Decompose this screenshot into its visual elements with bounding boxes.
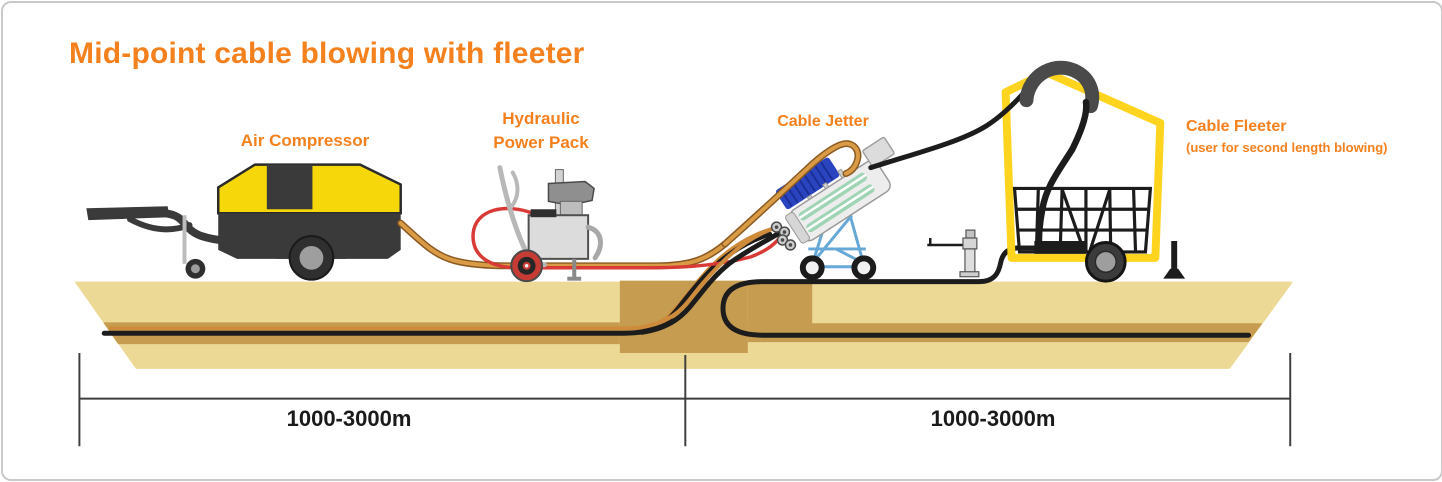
pack-handle-fork: [509, 170, 520, 209]
air-compressor-label: Air Compressor: [240, 131, 370, 150]
cable-blowing-diagram: [74, 60, 1294, 447]
hydraulic-hose: [471, 206, 784, 270]
jetter-blue-block: [775, 157, 840, 210]
jockey-hub: [190, 264, 200, 274]
fleeter-yellow-frame: [1001, 68, 1165, 262]
fleeter-hub: [1094, 250, 1117, 273]
pack-body: [527, 214, 590, 260]
fleeter-basket: [1012, 186, 1153, 254]
jetter-couplings: [770, 221, 797, 251]
engine-base: [559, 200, 583, 216]
air-hose-run: [397, 219, 729, 270]
pack-wheel-dot: [524, 264, 529, 268]
jetter-left-cap: [785, 212, 810, 244]
pack-foot: [567, 276, 582, 281]
cable-over-guide: [1035, 98, 1090, 252]
midpoint-pit: [619, 280, 748, 354]
basket-base: [1034, 241, 1086, 254]
duct-stub-device: [927, 229, 980, 278]
cable-jetter-label: Cable Jetter: [777, 113, 869, 130]
cable-jetter-illustration: [639, 136, 895, 335]
air-compressor-illustration: [86, 163, 402, 281]
pack-vent: [530, 209, 557, 218]
hydraulic-power-pack-label-line2: Power Pack: [493, 133, 589, 152]
jetter-wheel-right: [851, 255, 877, 281]
jetter-wheel-left: [799, 255, 825, 281]
pack-engine: [547, 180, 595, 207]
hydraulic-power-pack-label-line1: Hydraulic: [502, 109, 580, 128]
measurement-lines: [78, 353, 1292, 447]
diagram-title: Mid-point cable blowing with fleeter: [69, 37, 585, 70]
compressor-window: [266, 164, 313, 210]
cable-fleeter-note: (user for second length blowing): [1186, 140, 1388, 155]
air-hose-to-jetter: [721, 140, 862, 248]
duct-into-pit: [645, 227, 773, 329]
cable-fleeter-label: Cable Fleeter: [1186, 118, 1287, 135]
tow-paddle: [86, 206, 170, 221]
cable-bend-guide: [1019, 60, 1100, 114]
fleeter-jack-foot: [1163, 268, 1186, 279]
ground-illustration: [74, 280, 1294, 369]
jetter-connector: [862, 136, 895, 168]
cable-fleeter-illustration: [868, 60, 1186, 283]
left-span-measurement: 1000-3000m: [286, 406, 412, 431]
jetter-machine: [775, 136, 895, 244]
pack-bracket: [585, 224, 603, 261]
compressor-hub: [299, 245, 324, 270]
hydraulic-power-pack-illustration: [497, 165, 603, 283]
duct-chamber: [747, 283, 813, 334]
right-span-measurement: 1000-3000m: [930, 406, 1056, 431]
cable-jetter-to-fleeter: [868, 73, 1041, 171]
cable-into-pit: [639, 231, 781, 335]
hydraulic-power-pack-label: Hydraulic Power Pack: [461, 107, 621, 155]
